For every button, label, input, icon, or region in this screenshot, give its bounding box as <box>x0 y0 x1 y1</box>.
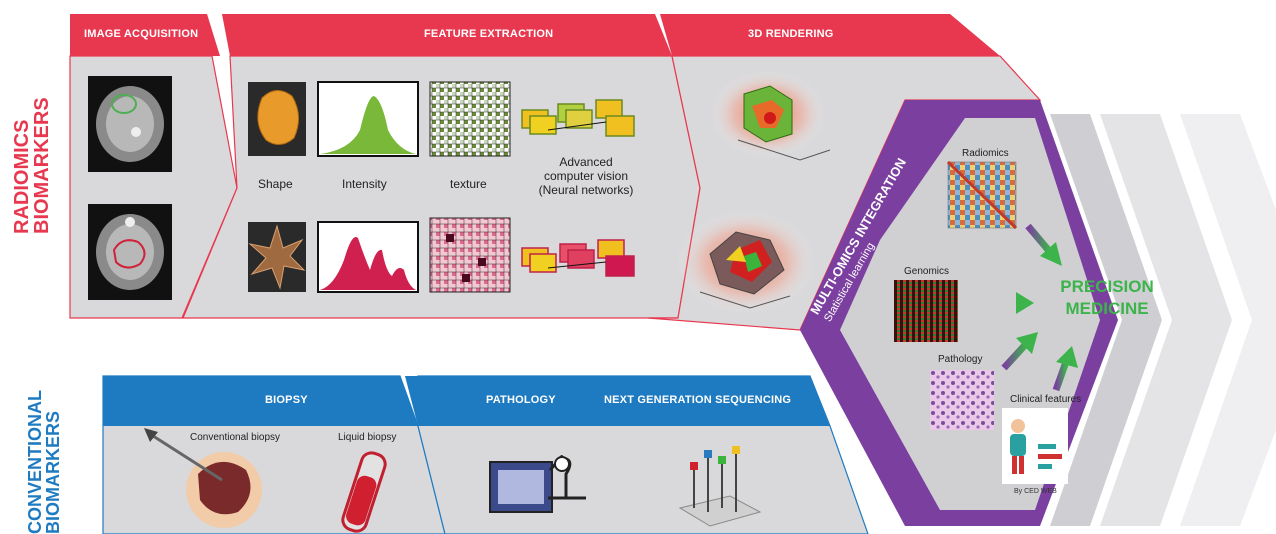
clinical-features-icon <box>1002 408 1068 484</box>
ct-scan-top <box>88 76 172 172</box>
credit-label: By CED WEB <box>1014 488 1057 495</box>
radiomics-side-label: RADIOMICS BIOMARKERS <box>11 97 53 234</box>
intensity-histogram-bottom <box>317 221 419 293</box>
feature-extraction-header: FEATURE EXTRACTION <box>424 28 554 40</box>
rendering-3d-header: 3D RENDERING <box>748 28 834 40</box>
precision-line-2: MEDICINE <box>1065 299 1149 318</box>
arrow-from-genomics-icon <box>994 292 1034 314</box>
texture-caption: texture <box>450 177 487 191</box>
radiomics-input-label: Radiomics <box>962 148 1009 159</box>
arrow-from-pathology-icon <box>1001 332 1038 371</box>
radiomics-heatmap-icon <box>946 160 1018 230</box>
texture-grid-bottom <box>429 217 511 293</box>
ngs-sequencer-icon <box>678 446 762 527</box>
pathology-header: PATHOLOGY <box>486 394 556 406</box>
intensity-histogram-top <box>317 81 419 157</box>
liquid-biopsy-tube-icon <box>341 451 387 533</box>
ct-scan-bottom <box>88 204 172 300</box>
shape-spiky-icon <box>248 222 306 292</box>
neural-network-bottom-icon <box>521 239 635 277</box>
genomics-input-label: Genomics <box>904 266 950 277</box>
liquid-biopsy-caption: Liquid biopsy <box>338 432 397 443</box>
genomics-heatmap-icon <box>894 280 958 342</box>
precision-medicine-title: PRECISION MEDICINE <box>1052 276 1162 320</box>
clinical-features-label: Clinical features <box>1010 394 1082 405</box>
conventional-biopsy-icon <box>144 428 262 528</box>
pathology-histology-icon <box>930 370 994 430</box>
image-acquisition-header: IMAGE ACQUISITION <box>84 28 199 40</box>
computer-vision-caption: Advanced computer vision (Neural network… <box>526 155 646 197</box>
arrow-from-radiomics-icon <box>1025 223 1062 266</box>
neural-network-top-icon <box>521 99 635 137</box>
cv-line-3: (Neural networks) <box>538 182 634 197</box>
pathology-microscope-icon <box>489 455 586 513</box>
pathology-input-label: Pathology <box>938 354 983 365</box>
render-3d-top-icon <box>710 70 831 161</box>
precision-line-1: PRECISION <box>1060 277 1154 296</box>
shape-blob-icon <box>248 82 306 156</box>
conventional-side-label: CONVENTIONAL BIOMARKERS <box>25 390 63 534</box>
texture-grid-top <box>429 81 511 157</box>
ngs-header: NEXT GENERATION SEQUENCING <box>604 394 792 406</box>
cv-line-1: Advanced <box>559 155 613 169</box>
render-3d-bottom-icon <box>676 210 816 314</box>
shape-caption: Shape <box>258 177 293 191</box>
biopsy-header: BIOPSY <box>265 394 308 406</box>
chevron-decoration <box>1050 114 1276 526</box>
cv-line-2: computer vision <box>543 168 629 183</box>
intensity-caption: Intensity <box>342 177 387 191</box>
conventional-biopsy-caption: Conventional biopsy <box>190 432 281 443</box>
arrow-from-clinical-icon <box>1052 346 1078 392</box>
